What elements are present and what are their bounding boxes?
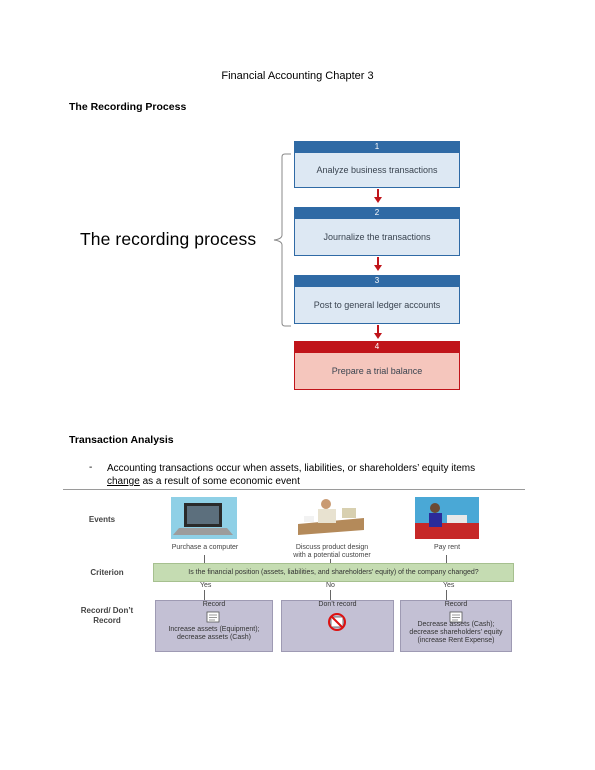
step-text: Post to general ledger accounts — [294, 286, 460, 324]
event-caption: Pay rent — [433, 544, 461, 551]
bullet-text: Accounting transactions occur when asset… — [107, 463, 476, 487]
underlined-word: change — [107, 476, 140, 487]
no-record-icon — [328, 613, 346, 631]
outcome-text: Decrease assets (Cash); decrease shareho… — [409, 621, 503, 644]
outcome-text: Increase assets (Equipment); decrease as… — [168, 626, 260, 641]
outcome-box-record: Record Decrease assets (Cash); decrease … — [400, 600, 512, 652]
event-caption: Purchase a computer — [171, 544, 239, 551]
section-heading-recording: The Recording Process — [69, 101, 187, 113]
step-4: 4 Prepare a trial balance — [294, 341, 460, 390]
transaction-analysis-figure: Events Criterion Record/ Don’t Record Pu… — [63, 489, 525, 655]
outcome-title: Record — [202, 601, 226, 608]
business-meeting-image — [296, 494, 366, 536]
row-label-events: Events — [88, 515, 116, 524]
step-number: 2 — [294, 207, 460, 218]
document-icon — [206, 611, 220, 623]
step-number: 1 — [294, 141, 460, 152]
criterion-bar: Is the financial position (assets, liabi… — [153, 563, 514, 582]
connector-line — [446, 590, 447, 600]
step-text: Journalize the transactions — [294, 218, 460, 256]
step-number: 3 — [294, 275, 460, 286]
step-2: 2 Journalize the transactions — [294, 207, 460, 256]
outcome-title: Record — [444, 601, 468, 608]
figure-top-border — [63, 489, 525, 490]
connector-line — [204, 590, 205, 600]
step-3: 3 Post to general ledger accounts — [294, 275, 460, 324]
answer-label: Yes — [200, 582, 212, 589]
step-text: Prepare a trial balance — [294, 352, 460, 390]
step-text: Analyze business transactions — [294, 152, 460, 188]
down-arrow-icon — [374, 189, 382, 203]
answer-label: Yes — [443, 582, 455, 589]
step-number: 4 — [294, 341, 460, 352]
answer-label: No — [326, 582, 335, 589]
section-heading-transaction: Transaction Analysis — [69, 434, 174, 446]
page-title: Financial Accounting Chapter 3 — [221, 70, 374, 82]
bullet-marker: - — [89, 462, 93, 473]
brace-icon — [273, 153, 291, 327]
document-icon — [449, 611, 463, 623]
outcome-title: Don’t record — [318, 601, 357, 608]
step-1: 1 Analyze business transactions — [294, 141, 460, 188]
connector-line — [446, 555, 447, 563]
outcome-box-dont-record: Don’t record — [281, 600, 394, 652]
outcome-box-record: Record Increase assets (Equipment); decr… — [155, 600, 273, 652]
recording-process-label: The recording process — [80, 229, 257, 249]
connector-line — [330, 590, 331, 600]
pay-rent-image — [415, 497, 479, 539]
row-label-record: Record/ Don’t Record — [80, 606, 134, 625]
computer-purchase-image — [171, 497, 237, 539]
connector-line — [204, 555, 205, 563]
row-label-criterion: Criterion — [90, 568, 124, 577]
event-caption: Discuss product design with a potential … — [293, 544, 371, 559]
down-arrow-icon — [374, 325, 382, 339]
down-arrow-icon — [374, 257, 382, 271]
connector-line — [330, 559, 331, 563]
